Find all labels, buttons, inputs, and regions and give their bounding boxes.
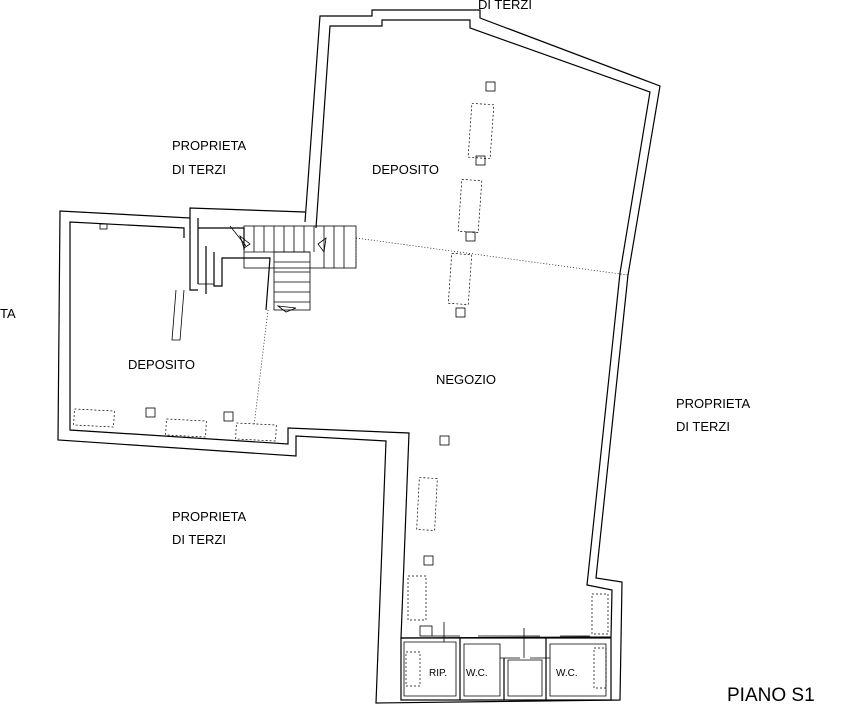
label-closet: RIP. [429,668,447,679]
label-top-left-third-party-line1: PROPRIETA [172,138,246,153]
label-top-third-party: DI TERZI [478,0,532,12]
label-wc-left: W.C. [466,668,488,679]
shop-walls [57,207,629,704]
label-right-third-party-line2: DI TERZI [676,419,730,434]
label-storage-left: DEPOSITO [128,357,195,372]
pillars [99,81,496,566]
benches [73,102,609,637]
upper-storage-walls [304,9,661,276]
partition-lines [253,237,629,427]
label-bottom-third-party-line2: DI TERZI [172,532,226,547]
service-rooms [400,622,612,701]
label-top-left-third-party-line2: DI TERZI [172,162,226,177]
plan-title: PIANO S1 [727,685,815,706]
label-right-third-party-line1: PROPRIETA [676,396,750,411]
label-wc-right: W.C. [556,668,578,679]
staircase [229,225,357,313]
stair-core-walls [171,218,271,341]
label-storage-upper: DEPOSITO [372,162,439,177]
label-bottom-third-party-line1: PROPRIETA [172,509,246,524]
label-left-edge-fragment: TA [0,306,16,321]
label-shop: NEGOZIO [436,372,496,387]
labels: DI TERZI PROPRIETA DI TERZI TA DEPOSITO … [0,0,815,706]
